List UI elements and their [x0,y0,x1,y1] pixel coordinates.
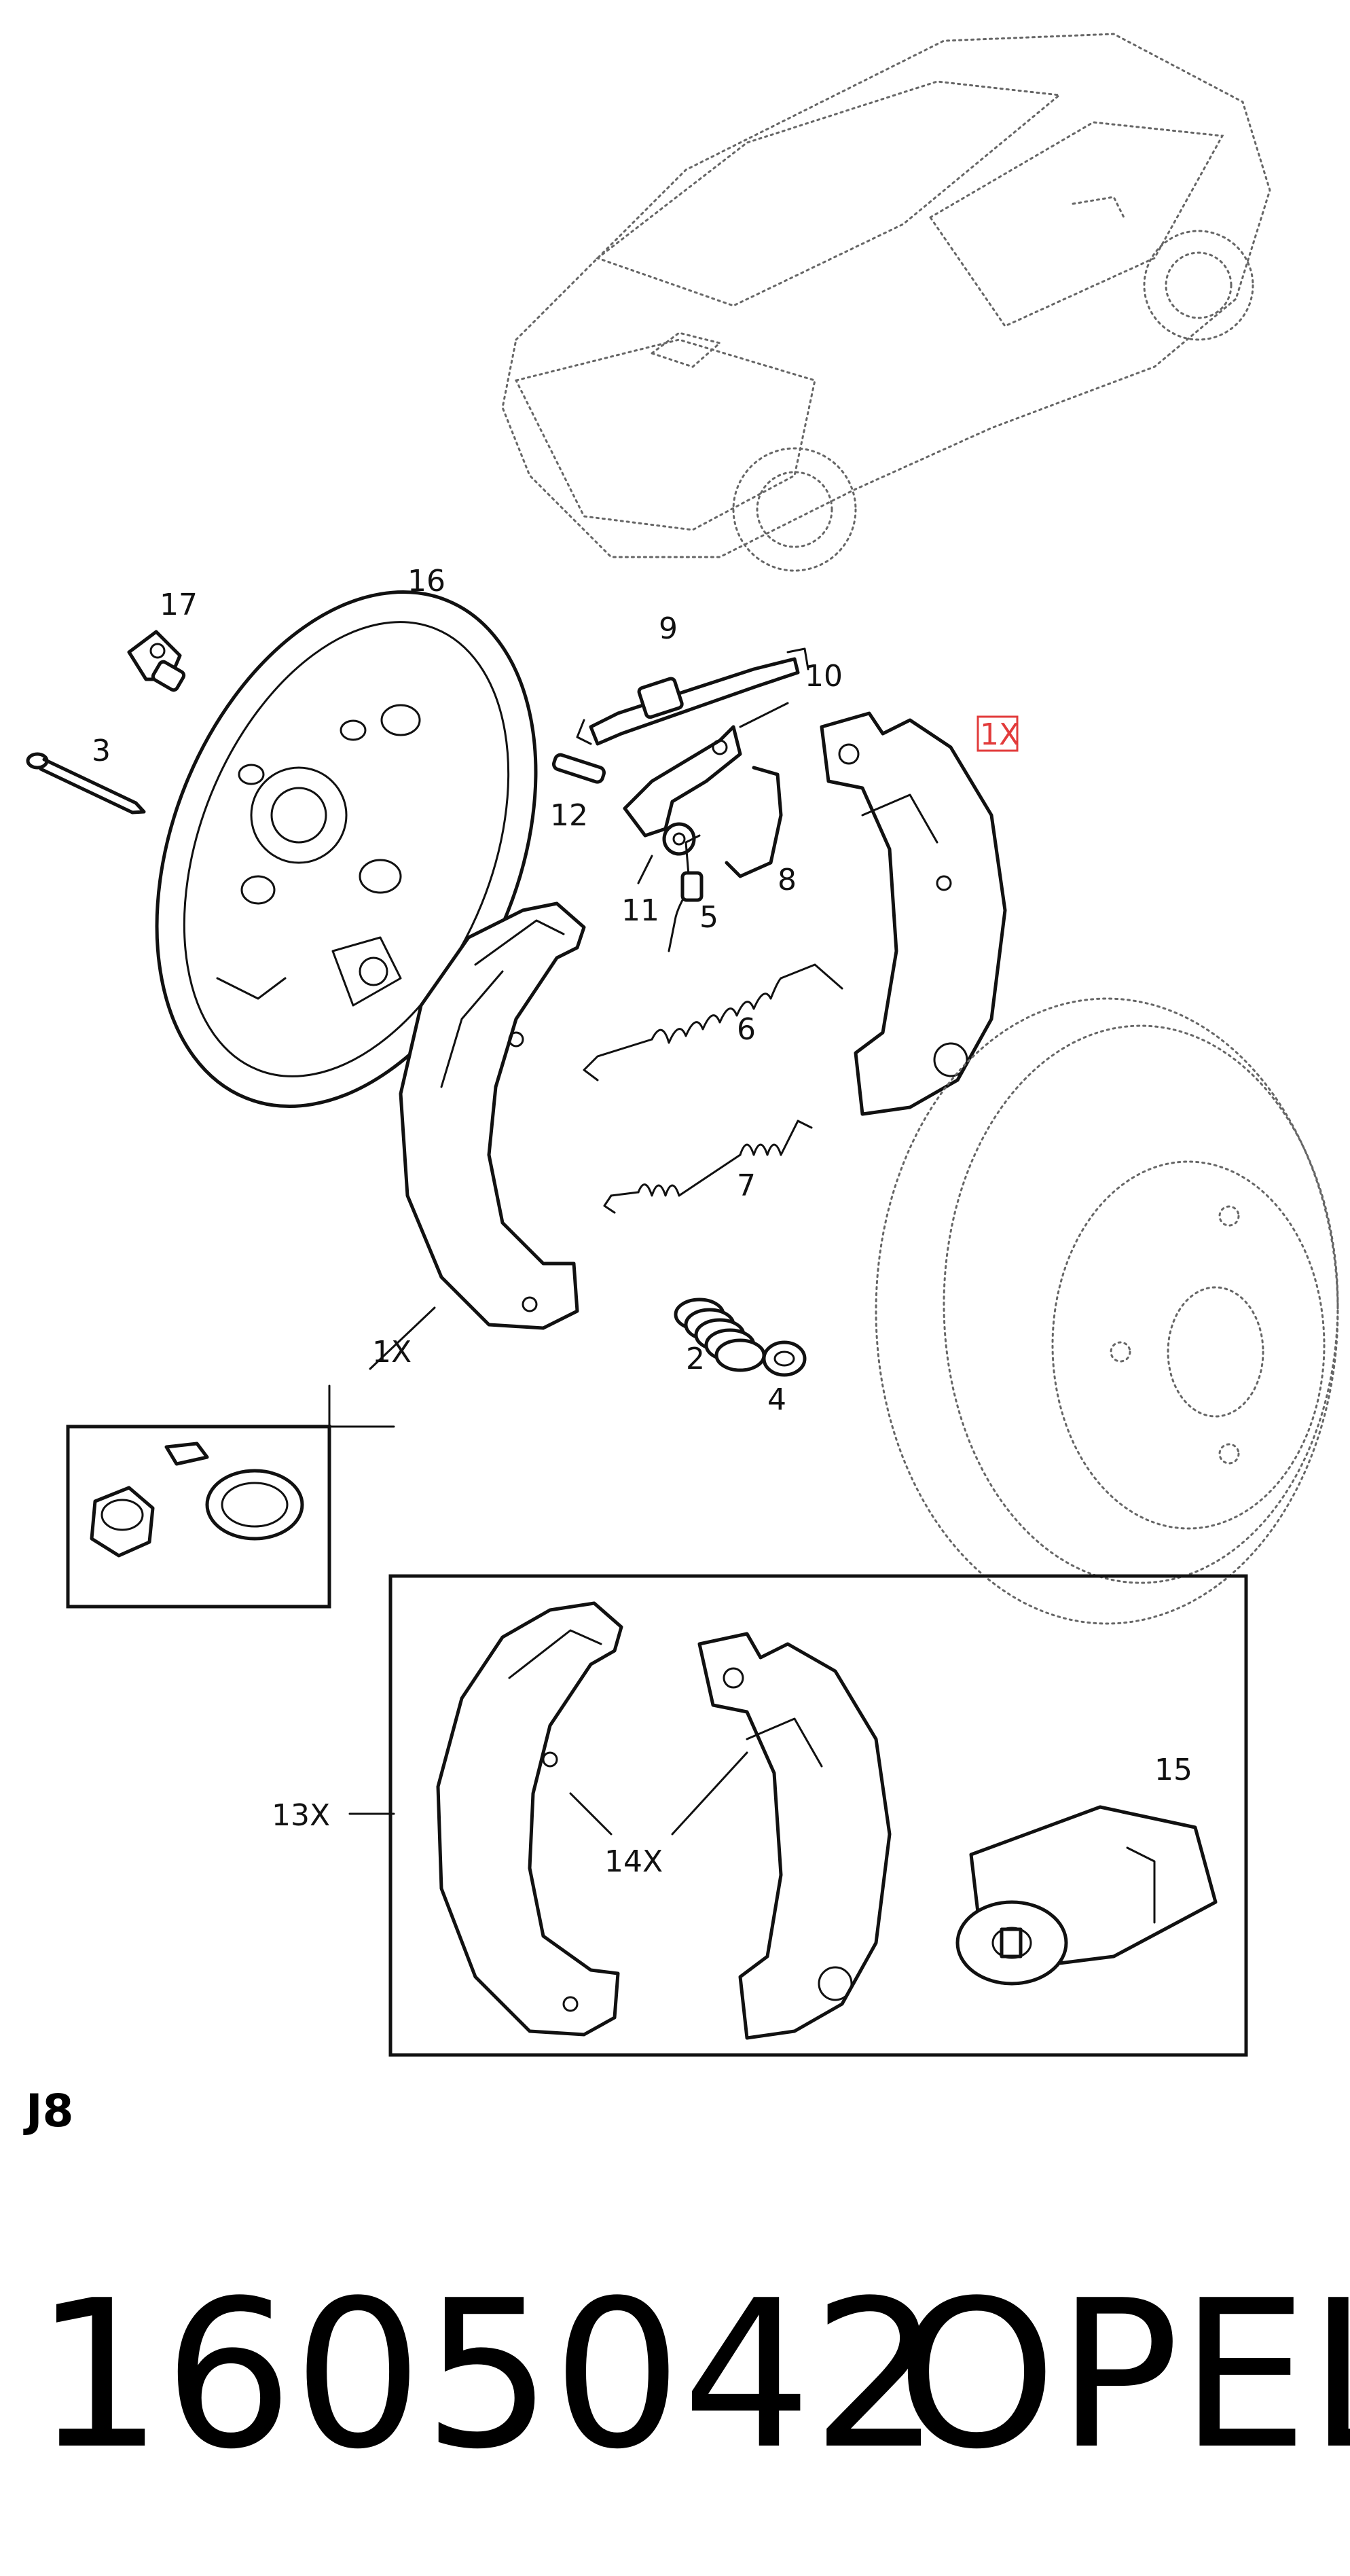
backing-plate-part [155,590,538,1108]
callout-14x: 14X [604,1844,663,1879]
double-spring-part [603,1120,813,1214]
callout-7: 7 [737,1168,756,1203]
callout-11: 11 [621,893,659,928]
callout-9: 9 [659,611,678,646]
right-brake-shoe-part [820,711,1007,1116]
callout-17: 17 [160,588,198,622]
car-illustration [501,33,1271,572]
callout-5: 5 [699,900,718,935]
callout-6: 6 [737,1012,756,1047]
brake-shoe-kit-box [388,1574,1248,2057]
hardware-kit-box [66,1425,331,1609]
callout-16: 16 [407,564,445,598]
callout-3: 3 [92,734,111,768]
section-code: J8 [23,2085,73,2137]
callout-1x-right: 1X [980,717,1019,752]
pin-part [26,752,146,815]
callout-12: 12 [550,798,588,833]
brake-drum-part [875,997,1339,1625]
callout-4: 4 [767,1382,786,1417]
highlight-box [977,715,1019,752]
retainer-cup-part [762,1340,807,1377]
callout-13x: 13X [272,1798,330,1833]
callout-2: 2 [686,1342,705,1376]
part-number: 1605042 [34,2257,941,2494]
lever-part [623,725,742,838]
small-pin-part [551,753,606,784]
leader-lines [328,702,789,1836]
callout-8: 8 [778,863,797,897]
wire-spring-part [725,766,783,878]
callout-10: 10 [805,659,843,694]
callout-15: 15 [1154,1753,1192,1787]
small-spring-part [668,834,704,952]
left-brake-shoe-part [399,901,586,1330]
star-washer-part [662,822,696,856]
adjuster-part [576,647,809,746]
return-spring-part [583,963,843,1081]
coil-spring-part [674,1298,766,1372]
brand-name: OPEL [896,2257,1350,2494]
callout-1x-left: 1X [372,1335,412,1370]
bleeder-valve-part [127,630,186,692]
callout-labels: 17 16 3 9 10 12 11 5 8 6 7 2 4 1X 1X 13X… [92,564,1192,1879]
